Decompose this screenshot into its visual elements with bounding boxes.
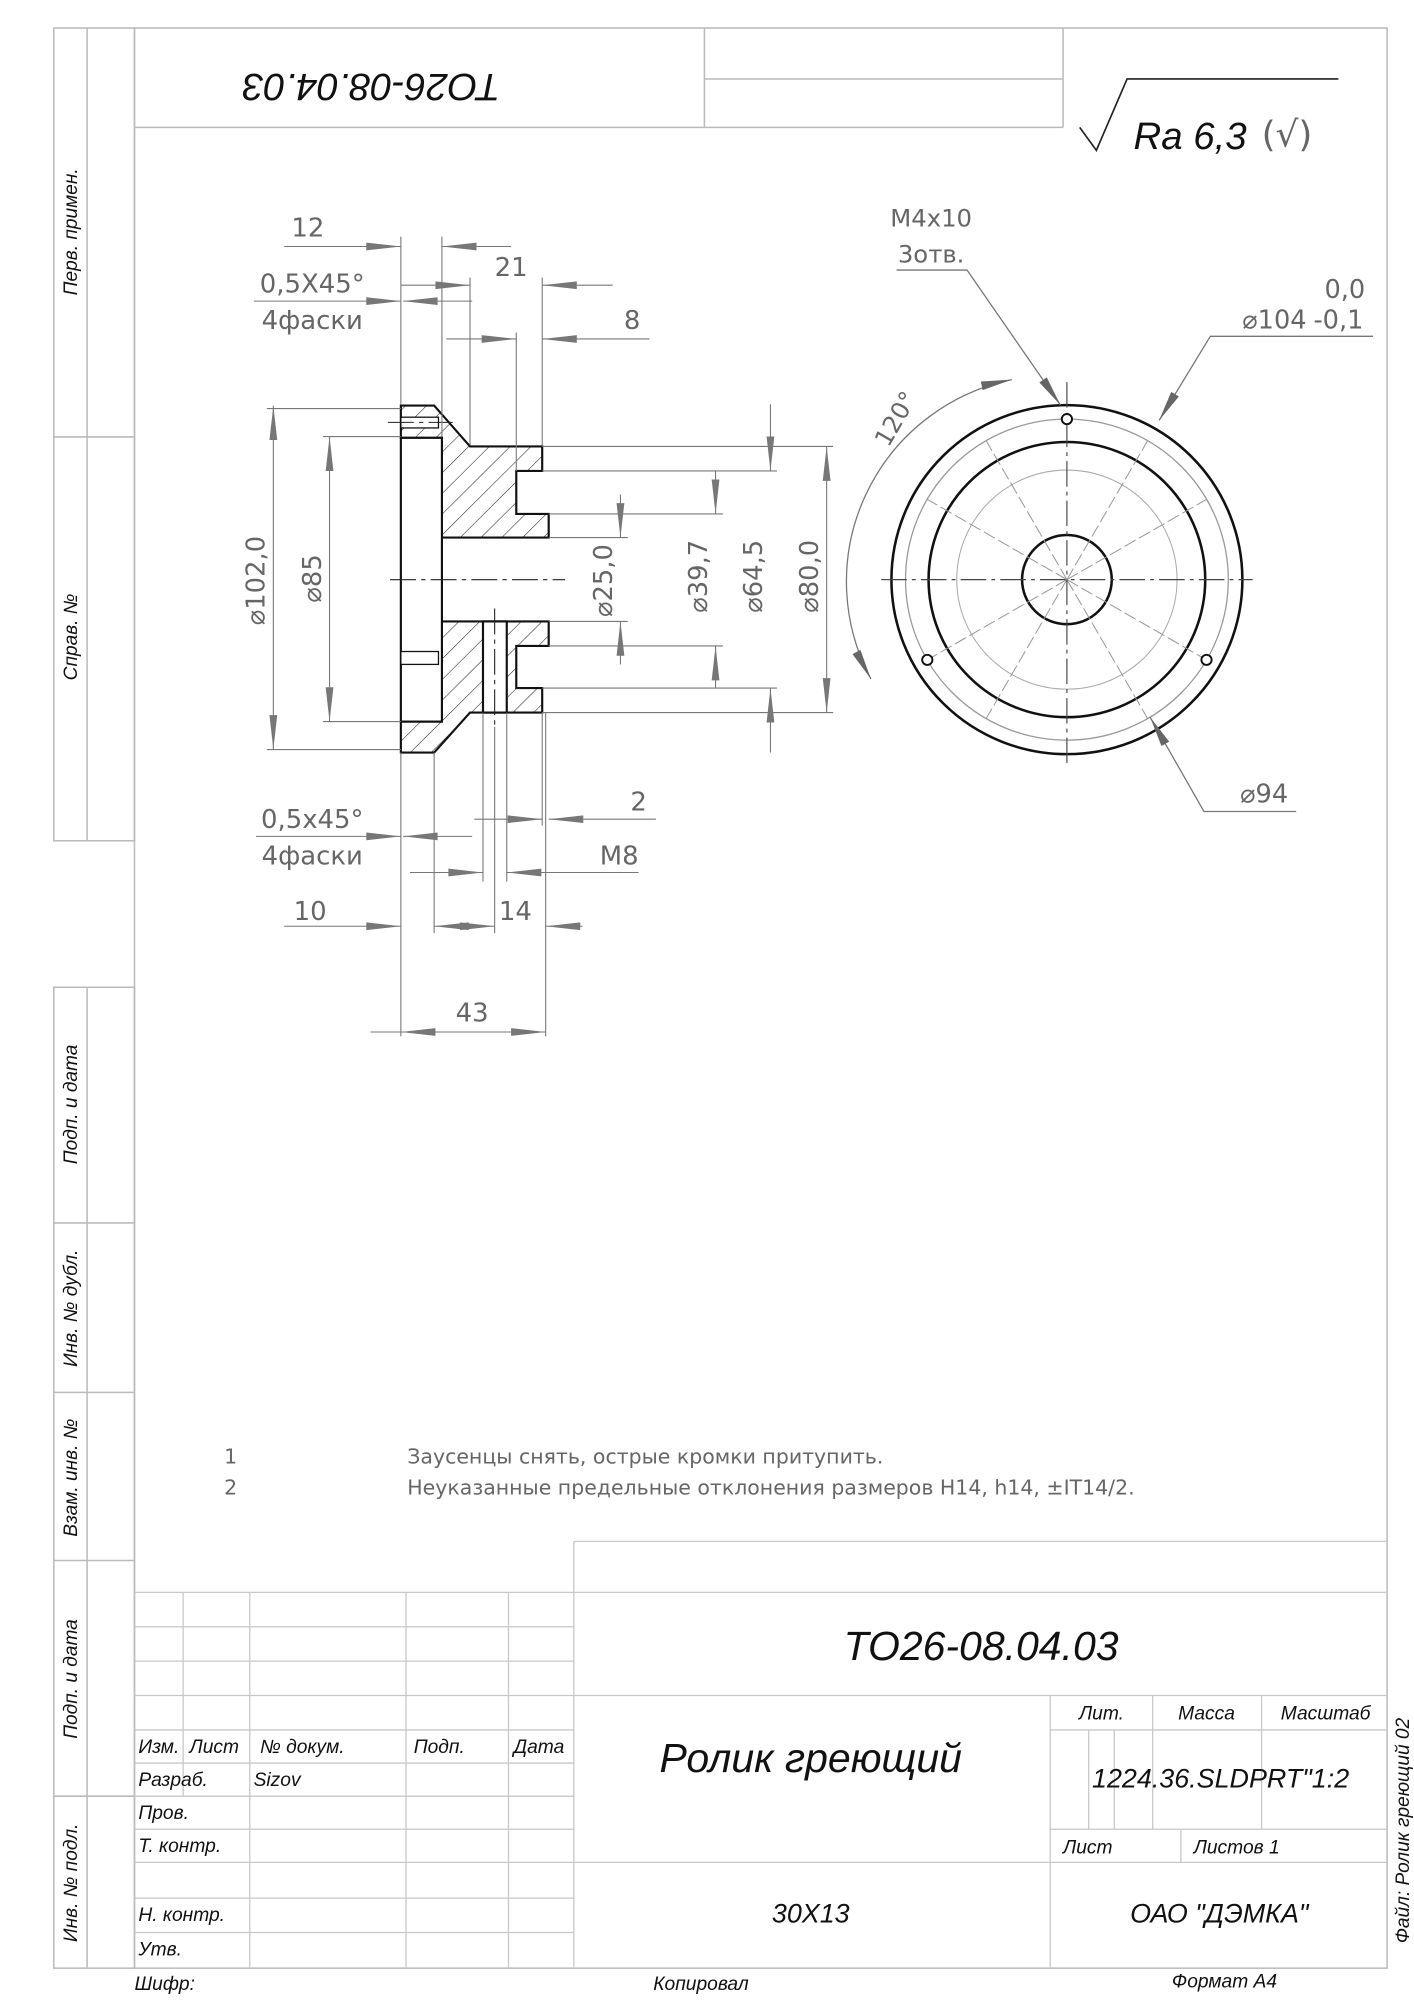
hole [1060,413,1073,426]
designation: TO26-08.04.03 [844,1623,1119,1669]
holes-label: M4x10 [890,204,972,233]
company: ОАО "ДЭМКА" [1130,1898,1310,1928]
roughness-other: (√) [1262,115,1313,156]
section-view: 12 21 0,5X45° 4фаски 8 ⌀102,0 ⌀85 ⌀25,0 … [242,214,834,1037]
bolt-circle-dia: ⌀94 [1240,780,1288,810]
hole [1200,653,1213,666]
note-number: 2 [224,1475,237,1499]
tolerance-lower: -0,1 [1313,306,1363,336]
role-prov: Пров. [138,1803,189,1824]
sheet-label: Лист [1061,1838,1113,1859]
dimension-lines [253,242,831,1036]
dim-10: 10 [294,897,327,927]
dim-chamfer-top-count: 4фаски [262,306,363,336]
side-label-podp-data-2: Подп. и дата [61,1619,82,1739]
part-name: Ролик греющий [660,1735,962,1781]
side-label-podp-data: Подп. и дата [61,1045,82,1165]
roughness-value: Ra 6,3 [1134,115,1247,158]
dim-2: 2 [630,788,646,818]
angle-label: 120° [868,386,922,451]
mass-scale-value: 1224.36.SLDPRT"1:2 [1092,1763,1349,1793]
dim-dia102: ⌀102,0 [242,536,272,625]
note-text: Заусенцы снять, острые кромки притупить. [407,1445,883,1469]
dim-chamfer-bottom: 0,5x45° [261,805,364,835]
side-label-inv-dubl: Инв. № дубл. [61,1250,82,1367]
end-view: 120° M4x10 3отв. ⌀104 0,0 -0,1 ⌀94 [845,204,1374,813]
technical-notes: 1 Заусенцы снять, острые кромки притупит… [224,1445,1135,1500]
title-block: TO26-08.04.03 Ролик греющий 30X13 ОАО "Д… [134,1540,1388,1995]
material: 30X13 [772,1898,850,1928]
developer-name: Sizov [254,1770,302,1791]
copied-label: Копировал [653,1974,749,1995]
side-label-vzam-inv: Взам. инв. № [61,1419,82,1537]
note-text: Неуказанные предельные отклонения размер… [407,1475,1134,1499]
role-tkontr: Т. контр. [138,1836,221,1857]
hole [921,653,934,666]
dim-dia85: ⌀85 [298,554,328,602]
dim-dia64: ⌀64,5 [739,540,769,613]
file-label: Файл: Ролик греющий 02 [1393,1718,1414,1944]
role-nkontr: Н. контр. [138,1905,225,1926]
dim-43: 43 [456,998,489,1028]
format-label: Формат A4 [1172,1971,1277,1992]
role-razrab: Разраб. [138,1770,208,1791]
mass-label: Масса [1178,1704,1235,1725]
side-label-perv-primen: Перв. примен. [61,168,82,295]
cipher-label: Шифр: [134,1974,194,1995]
dim-dia25: ⌀25,0 [589,544,619,617]
dim-chamfer-bottom-count: 4фаски [262,841,363,871]
scale-label: Масштаб [1281,1704,1372,1725]
dim-21: 21 [495,253,528,283]
dim-m8: M8 [600,841,639,871]
lit-label: Лит. [1077,1704,1124,1725]
dim-dia39: ⌀39,7 [684,540,714,613]
header-izm: Изм. [138,1737,179,1758]
stamp-code-rotated: TO26-08.04.03 [243,65,501,108]
header-doc: № докум. [260,1737,345,1758]
outer-dia: ⌀104 [1242,306,1306,336]
dim-14: 14 [499,897,532,927]
sheet-frame [53,27,1388,1969]
tolerance-upper: 0,0 [1324,275,1365,305]
roughness-symbol: Ra 6,3 (√) [1079,78,1339,158]
header-date: Дата [512,1737,565,1758]
header-sign: Подп. [414,1737,465,1758]
dim-12: 12 [291,214,324,244]
part-section [387,404,566,754]
side-labels: Перв. примен. Справ. № Подп. и дата Инв.… [61,168,1414,1943]
extension-lines [266,236,834,1037]
sheets-count: Листов 1 [1192,1838,1280,1859]
side-label-inv-podl: Инв. № подл. [61,1824,82,1943]
dim-8: 8 [624,306,640,336]
side-label-sprav: Справ. № [61,594,82,681]
dim-chamfer-top: 0,5X45° [260,270,365,300]
note-number: 1 [224,1445,237,1469]
holes-count: 3отв. [898,239,965,268]
dim-dia80: ⌀80,0 [795,540,825,613]
dimension-texts: 12 21 0,5X45° 4фаски 8 ⌀102,0 ⌀85 ⌀25,0 … [242,214,825,1029]
role-utv: Утв. [137,1939,182,1960]
header-list: Лист [188,1737,240,1758]
